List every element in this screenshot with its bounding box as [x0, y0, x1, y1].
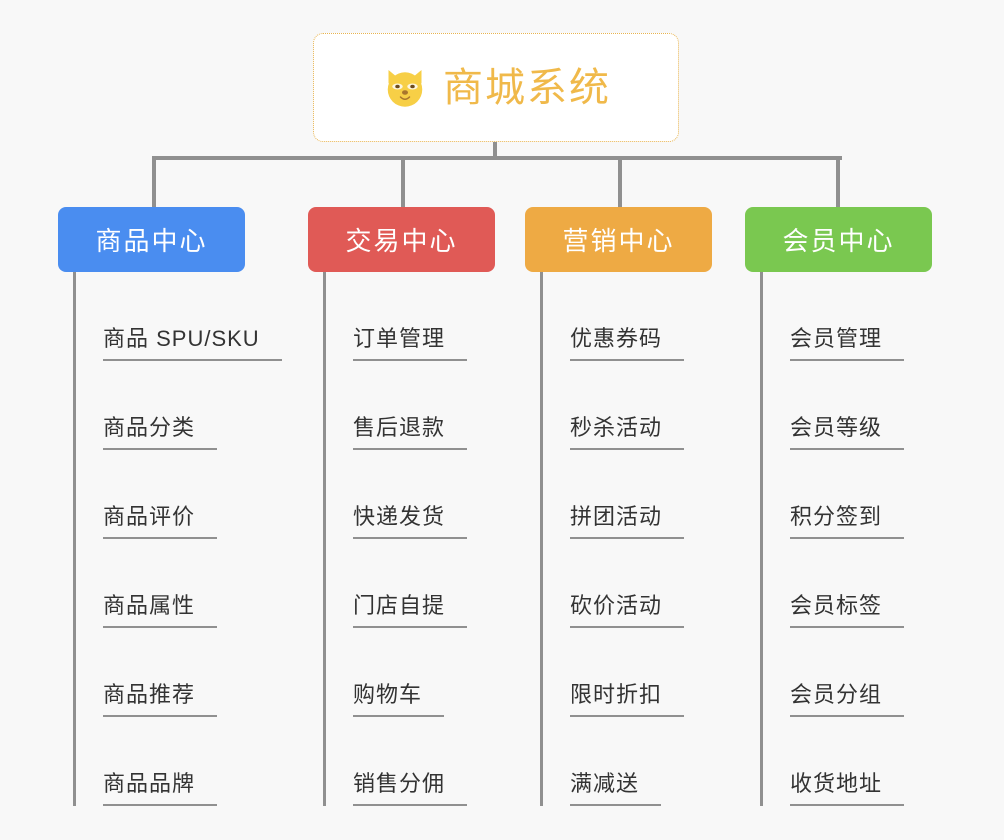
list-item-label: 会员标签: [790, 595, 905, 628]
list-item[interactable]: 砍价活动: [540, 539, 775, 628]
list-item[interactable]: 商品评价: [73, 450, 318, 539]
list-item[interactable]: 秒杀活动: [540, 361, 775, 450]
list-item[interactable]: 商品分类: [73, 361, 318, 450]
list-item[interactable]: 满减送: [540, 717, 775, 806]
category-header-2[interactable]: 交易中心: [308, 207, 495, 272]
list-item[interactable]: 门店自提: [323, 539, 558, 628]
list-item[interactable]: 售后退款: [323, 361, 558, 450]
list-item-label: 商品分类: [103, 417, 218, 450]
category-header-label: 会员中心: [782, 226, 895, 256]
list-item[interactable]: 优惠券码: [540, 272, 775, 361]
list-item[interactable]: 会员分组: [760, 628, 995, 717]
list-item-label: 商品推荐: [103, 684, 218, 717]
list-item-label: 商品 SPU/SKU: [103, 328, 282, 361]
leaf-list-2: 订单管理 售后退款 快递发货 门店自提 购物车 销售分佣: [323, 272, 558, 806]
list-item-label: 售后退款: [353, 417, 468, 450]
leaf-spine: [760, 272, 763, 806]
list-item-label: 会员等级: [790, 417, 905, 450]
connector-drop-3: [618, 156, 622, 207]
category-header-label: 营销中心: [562, 226, 675, 256]
list-item-label: 会员分组: [790, 684, 905, 717]
list-item[interactable]: 商品属性: [73, 539, 318, 628]
root-title: 商城系统: [443, 65, 611, 110]
list-item-label: 优惠券码: [570, 328, 685, 361]
list-item[interactable]: 会员标签: [760, 539, 995, 628]
category-column-1: 商品中心 商品 SPU/SKU 商品分类 商品评价 商品属性 商品推荐 商品品牌: [58, 207, 318, 806]
list-item[interactable]: 销售分佣: [323, 717, 558, 806]
list-item[interactable]: 限时折扣: [540, 628, 775, 717]
list-item-label: 商品评价: [103, 506, 218, 539]
category-column-3: 营销中心 优惠券码 秒杀活动 拼团活动 砍价活动 限时折扣 满减送: [525, 207, 775, 806]
list-item-label: 积分签到: [790, 506, 905, 539]
leaf-list-3: 优惠券码 秒杀活动 拼团活动 砍价活动 限时折扣 满减送: [540, 272, 775, 806]
connector-drop-4: [836, 156, 840, 207]
list-item[interactable]: 快递发货: [323, 450, 558, 539]
list-item-label: 门店自提: [353, 595, 468, 628]
list-item[interactable]: 商品品牌: [73, 717, 318, 806]
leaf-spine: [323, 272, 326, 806]
list-item[interactable]: 积分签到: [760, 450, 995, 539]
root-node[interactable]: 商城系统: [313, 33, 679, 142]
category-header-label: 商品中心: [95, 226, 208, 256]
list-item[interactable]: 商品 SPU/SKU: [73, 272, 318, 361]
category-header-label: 交易中心: [345, 226, 458, 256]
list-item-label: 秒杀活动: [570, 417, 685, 450]
leaf-list-4: 会员管理 会员等级 积分签到 会员标签 会员分组 收货地址: [760, 272, 995, 806]
list-item-label: 快递发货: [353, 506, 468, 539]
list-item-label: 拼团活动: [570, 506, 685, 539]
list-item[interactable]: 会员等级: [760, 361, 995, 450]
list-item-label: 会员管理: [790, 328, 905, 361]
list-item-label: 购物车: [353, 684, 445, 717]
list-item-label: 商品品牌: [103, 773, 218, 806]
list-item-label: 砍价活动: [570, 595, 685, 628]
connector-drop-1: [152, 156, 156, 207]
list-item-label: 限时折扣: [570, 684, 685, 717]
list-item[interactable]: 拼团活动: [540, 450, 775, 539]
shiba-dog-face-icon: [381, 64, 429, 112]
connector-root-stem: [493, 142, 497, 160]
list-item-label: 订单管理: [353, 328, 468, 361]
leaf-spine: [73, 272, 76, 806]
category-header-1[interactable]: 商品中心: [58, 207, 245, 272]
connector-drop-2: [401, 156, 405, 207]
leaf-spine: [540, 272, 543, 806]
leaf-list-1: 商品 SPU/SKU 商品分类 商品评价 商品属性 商品推荐 商品品牌: [73, 272, 318, 806]
list-item[interactable]: 商品推荐: [73, 628, 318, 717]
list-item-label: 收货地址: [790, 773, 905, 806]
category-header-3[interactable]: 营销中心: [525, 207, 712, 272]
connector-horizontal-bus: [152, 156, 842, 160]
list-item-label: 满减送: [570, 773, 662, 806]
list-item[interactable]: 会员管理: [760, 272, 995, 361]
category-header-4[interactable]: 会员中心: [745, 207, 932, 272]
category-column-2: 交易中心 订单管理 售后退款 快递发货 门店自提 购物车 销售分佣: [308, 207, 558, 806]
category-column-4: 会员中心 会员管理 会员等级 积分签到 会员标签 会员分组 收货地址: [745, 207, 995, 806]
list-item-label: 商品属性: [103, 595, 218, 628]
list-item[interactable]: 收货地址: [760, 717, 995, 806]
list-item[interactable]: 订单管理: [323, 272, 558, 361]
list-item[interactable]: 购物车: [323, 628, 558, 717]
list-item-label: 销售分佣: [353, 773, 468, 806]
